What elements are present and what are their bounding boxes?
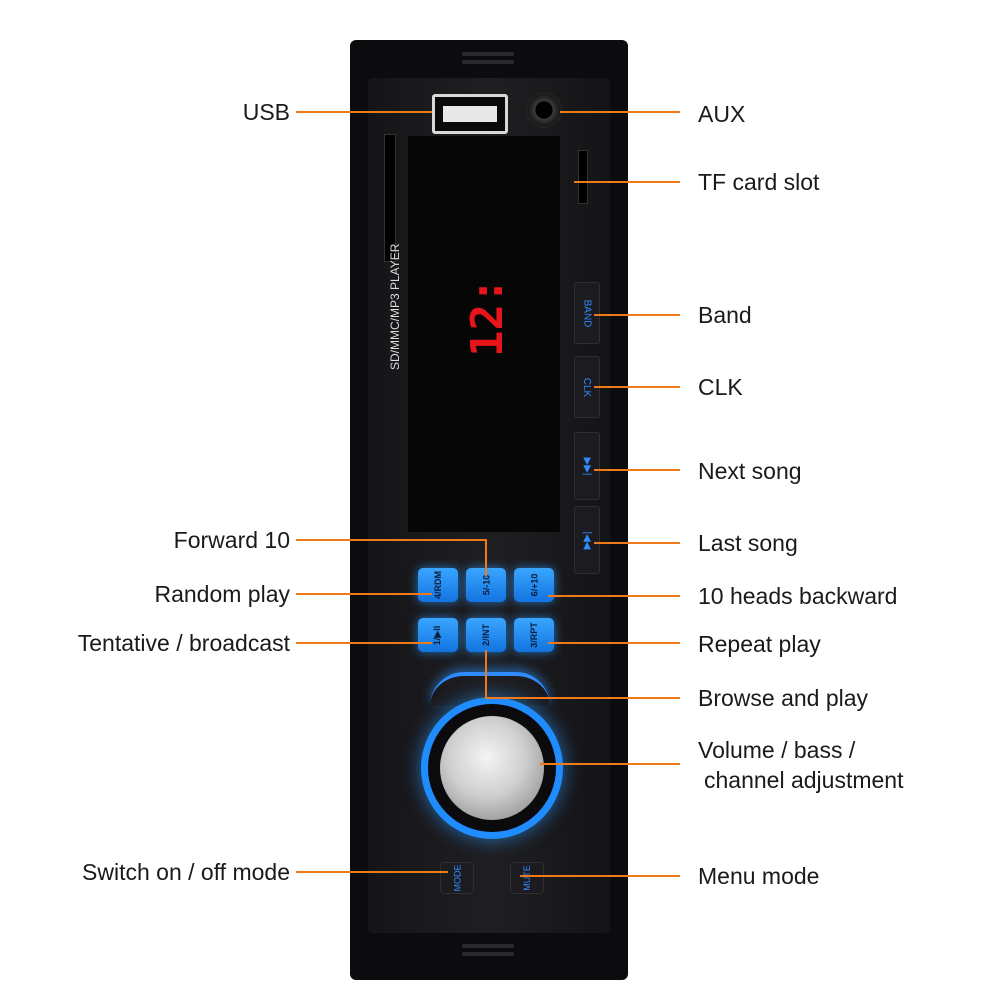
display-screen (408, 136, 560, 532)
volume-label-line1: Volume / bass / (698, 737, 856, 763)
band-label: Band (698, 302, 752, 328)
random-play-label: Random play (154, 581, 290, 607)
forward-10-leader-line (296, 539, 487, 576)
aux-jack[interactable] (526, 92, 562, 128)
next-song-label: Next song (698, 458, 802, 484)
tf-card-slot-label: TF card slot (698, 169, 820, 195)
last-song-label: Last song (698, 530, 798, 556)
volume-label-line2: channel adjustment (704, 767, 904, 793)
browse-play-key[interactable]: 2/INT (466, 618, 506, 652)
mute-button[interactable]: MUTE (510, 862, 544, 894)
aux-label: AUX (698, 101, 746, 127)
mode-button[interactable]: MODE (440, 862, 474, 894)
knob-glow-arc (430, 672, 550, 706)
bottom-vent (462, 952, 514, 956)
ten-heads-backward-label: 10 heads backward (698, 583, 898, 609)
clk-label: CLK (698, 374, 743, 400)
random-play-key[interactable]: 4/RDM (418, 568, 458, 602)
repeat-play-label: Repeat play (698, 631, 821, 657)
repeat-play-key[interactable]: 3/RPT (514, 618, 554, 652)
sd-card-slot[interactable] (384, 134, 396, 262)
band-button[interactable]: BAND (574, 282, 600, 344)
usb-port[interactable] (432, 94, 508, 134)
play-pause-key[interactable]: 1/▶II (418, 618, 458, 652)
ten-backward-key[interactable]: 6/+10 (514, 568, 554, 602)
usb-label: USB (242, 99, 290, 125)
tf-card-slot[interactable] (578, 150, 588, 204)
last-song-button[interactable]: |◀◀ (574, 506, 600, 574)
bottom-vent (462, 944, 514, 948)
volume-knob[interactable] (440, 716, 544, 820)
switch-mode-label: Switch on / off mode (82, 859, 290, 885)
next-song-button[interactable]: ▶▶| (574, 432, 600, 500)
top-vent (462, 60, 514, 64)
browse-leader-line (485, 650, 680, 699)
browse-and-play-label: Browse and play (698, 685, 869, 711)
forward-10-label: Forward 10 (173, 527, 290, 553)
tentative-broadcast-label: Tentative / broadcast (77, 630, 290, 656)
top-vent (462, 52, 514, 56)
menu-mode-label: Menu mode (698, 863, 820, 889)
